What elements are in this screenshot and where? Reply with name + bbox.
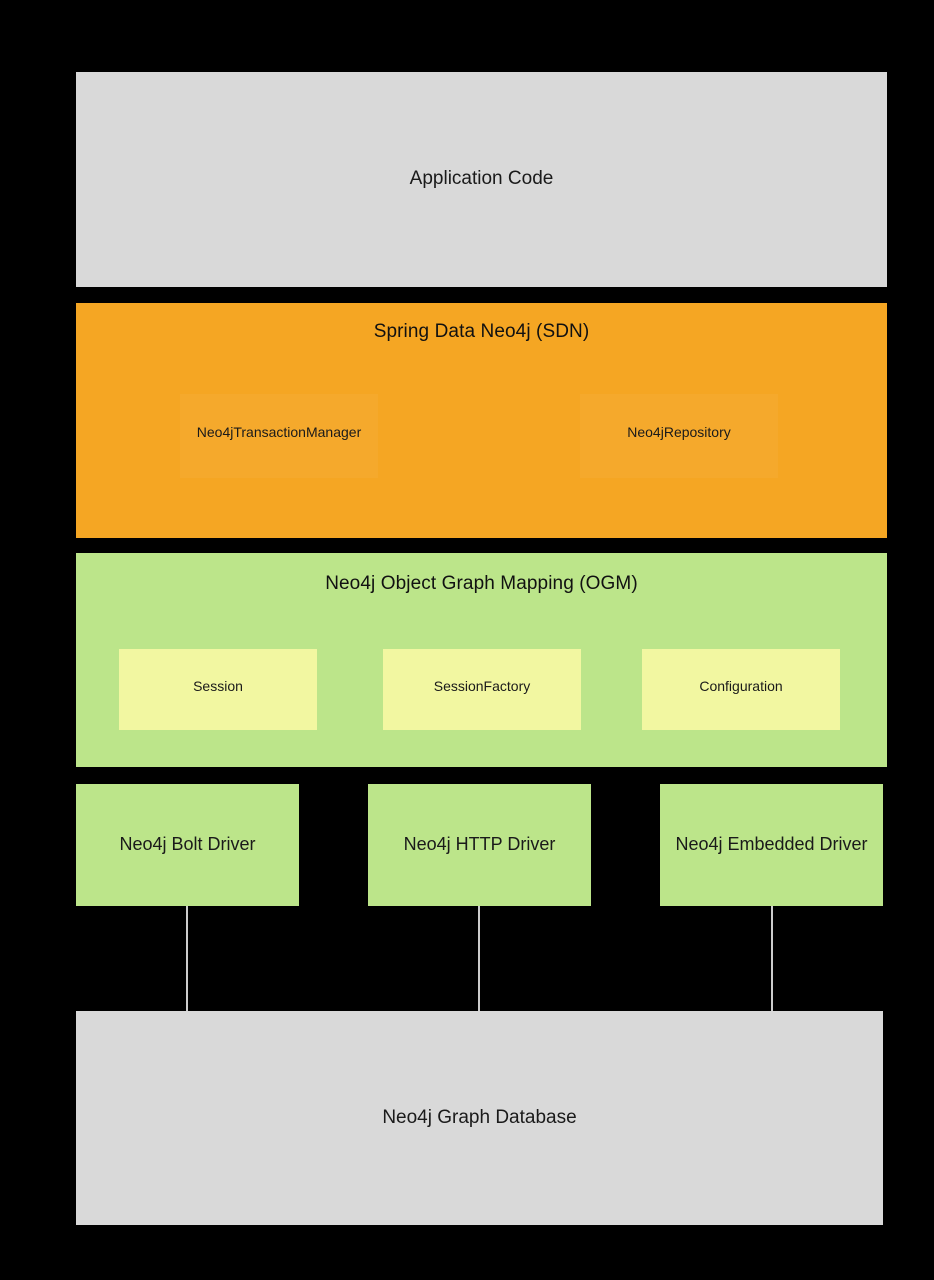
- ogm-component-session: Session: [119, 649, 317, 730]
- ogm-component-configuration: Configuration: [642, 649, 840, 730]
- driver-embedded: Neo4j Embedded Driver: [660, 784, 883, 906]
- layer-graph-database: Neo4j Graph Database: [76, 1011, 883, 1225]
- driver-embedded-label: Neo4j Embedded Driver: [675, 834, 868, 854]
- sdn-title: Spring Data Neo4j (SDN): [373, 321, 590, 342]
- sdn-component-repository-label: Neo4jRepository: [627, 424, 731, 440]
- ogm-component-session-factory-label: SessionFactory: [433, 678, 531, 694]
- graph-database-label: Neo4j Graph Database: [382, 1107, 577, 1128]
- ogm-component-session-factory: SessionFactory: [383, 649, 581, 730]
- connector-line-bolt-to-database: [186, 906, 188, 1011]
- layer-application-code: Application Code: [76, 72, 887, 287]
- driver-bolt: Neo4j Bolt Driver: [76, 784, 299, 906]
- connector-line-embedded-to-database: [771, 906, 773, 1011]
- driver-http: Neo4j HTTP Driver: [368, 784, 591, 906]
- sdn-component-transaction-manager: Neo4jTransactionManager: [180, 394, 378, 478]
- layer-object-graph-mapping: Neo4j Object Graph Mapping (OGM) Session…: [76, 553, 887, 767]
- ogm-component-configuration-label: Configuration: [699, 678, 783, 694]
- connector-line-http-to-database: [478, 906, 480, 1011]
- layer-spring-data-neo4j: Spring Data Neo4j (SDN) Neo4jTransaction…: [76, 303, 887, 538]
- sdn-component-repository: Neo4jRepository: [580, 394, 778, 478]
- sdn-component-transaction-manager-label: Neo4jTransactionManager: [196, 424, 362, 440]
- application-code-label: Application Code: [409, 168, 554, 189]
- driver-http-label: Neo4j HTTP Driver: [403, 834, 556, 854]
- ogm-title: Neo4j Object Graph Mapping (OGM): [325, 573, 638, 594]
- driver-bolt-label: Neo4j Bolt Driver: [119, 834, 256, 854]
- ogm-component-session-label: Session: [193, 678, 243, 694]
